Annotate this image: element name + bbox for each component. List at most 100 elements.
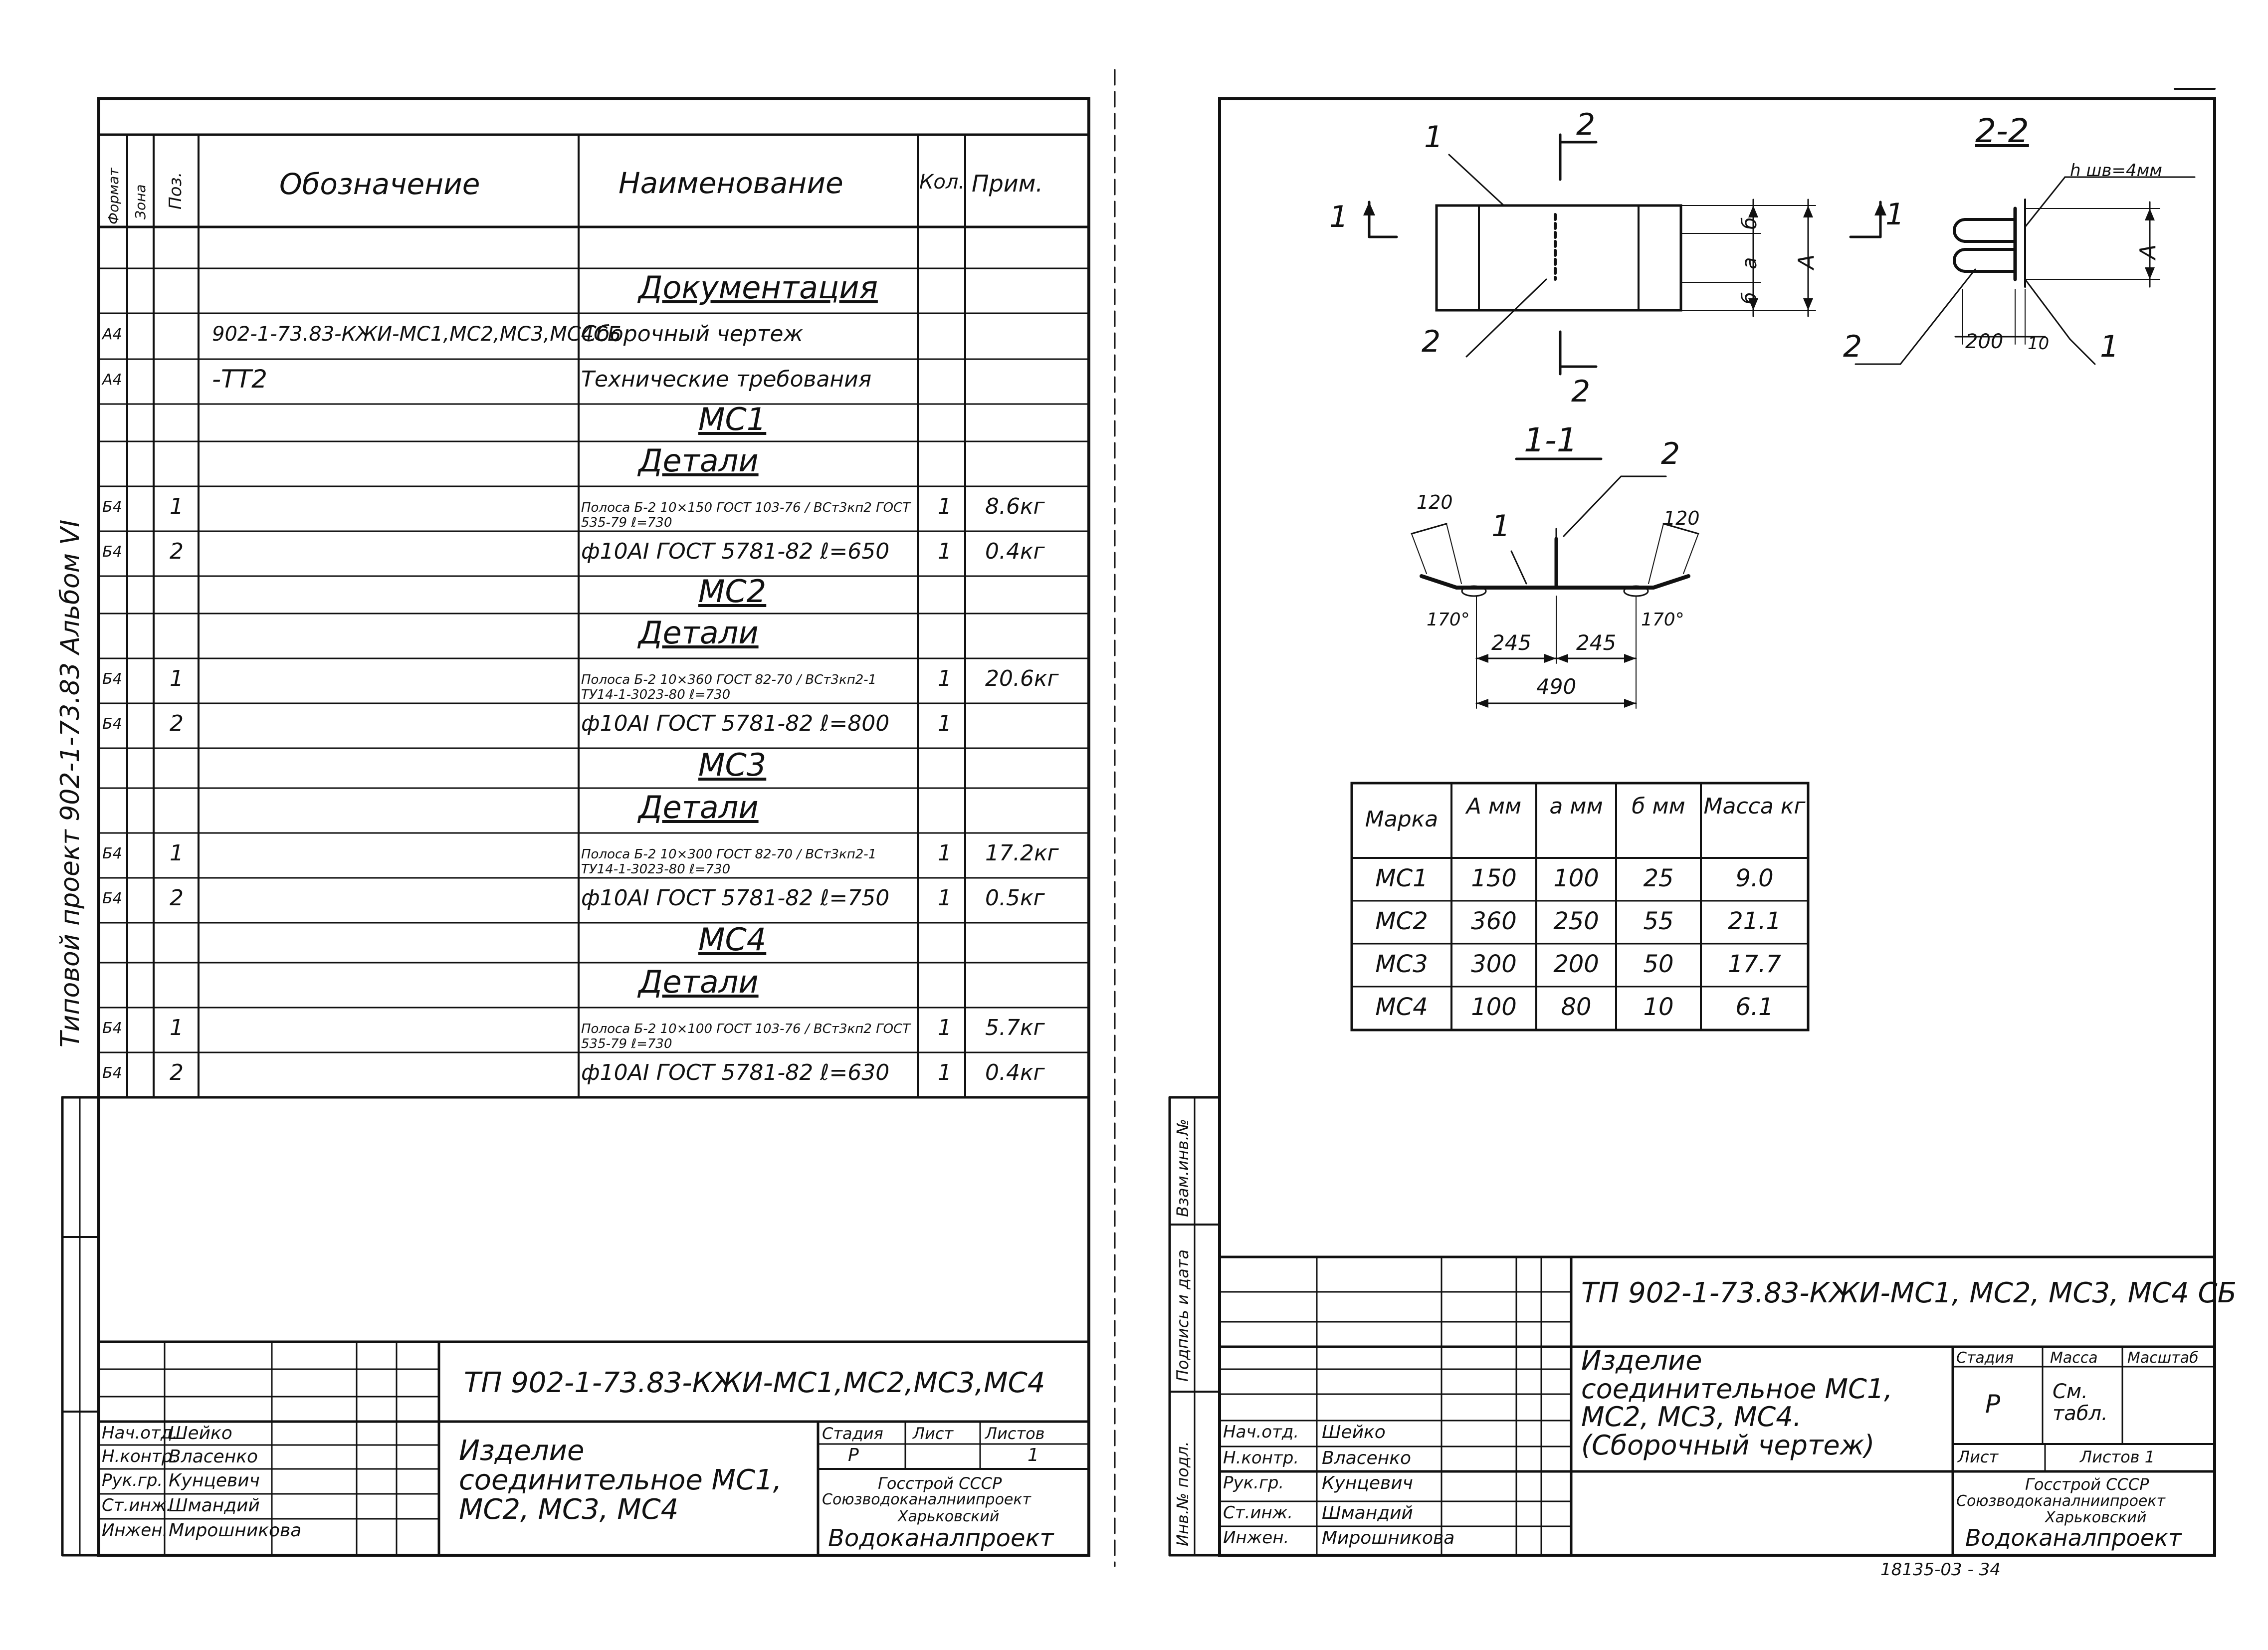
section-2-2-title: 2-2 — [1975, 112, 2029, 150]
stamp-role: Нач.отд. — [1223, 1422, 1299, 1442]
table-cell: 10 — [1643, 993, 1674, 1022]
row-name: Полоса Б-2 10×300 ГОСТ 82-70 / ВСт3кп2-1… — [581, 847, 877, 877]
col-note-header: Прим. — [972, 170, 1043, 197]
left-stamp-title: Изделие соединительное МС1, МС2, МС3, МС… — [459, 1435, 782, 1526]
left-sheet-header: Лист — [913, 1424, 954, 1443]
section-heading: Детали — [638, 963, 759, 1000]
row-format: Б4 — [102, 1020, 122, 1037]
side-label-inv: Инв.№ подл. — [1173, 1441, 1192, 1546]
row-note: 17.2кг — [985, 840, 1059, 866]
plan-cut-left: 1 — [1329, 200, 1349, 234]
plan-cut-right: 1 — [1885, 197, 1905, 232]
row-position: 2 — [170, 885, 184, 911]
left-org-1: Госстрой СССР — [878, 1474, 1002, 1493]
section-heading: Документация — [638, 269, 878, 306]
right-mass-value: См. табл. — [2053, 1380, 2108, 1425]
section-heading: МС1 — [698, 401, 767, 438]
section-1-1-pos-1: 1 — [1491, 509, 1511, 544]
row-name: Технические требования — [581, 366, 872, 392]
stamp-person-name: Кунцевич — [1322, 1473, 1413, 1493]
left-sheets-header: Листов — [985, 1424, 1045, 1443]
row-quantity: 1 — [938, 538, 952, 564]
row-note: 5.7кг — [985, 1015, 1045, 1040]
section-2-2-dim-200: 200 — [1965, 330, 2004, 353]
right-sheet-header: Лист — [1958, 1447, 1999, 1466]
row-name: ф10АI ГОСТ 5781-82 ℓ=630 — [581, 1059, 890, 1085]
col-name-header: Наименование — [619, 166, 843, 200]
stamp-role: Рук.гр. — [102, 1470, 163, 1490]
section-1-1-dim-245-right: 245 — [1576, 630, 1617, 655]
stamp-person-name: Мирошникова — [169, 1520, 302, 1541]
table-cell: 6.1 — [1735, 993, 1774, 1022]
stamp-role: Н.контр. — [102, 1446, 178, 1466]
row-name: Полоса Б-2 10×150 ГОСТ 103-76 / ВСт3кп2 … — [581, 500, 911, 531]
section-2-2-pos-2: 2 — [1843, 329, 1862, 364]
row-format: Б4 — [102, 890, 122, 907]
row-note: 20.6кг — [985, 665, 1059, 691]
stamp-person-name: Власенко — [169, 1446, 258, 1467]
table-cell: 25 — [1643, 864, 1674, 892]
stamp-role: Н.контр. — [1223, 1448, 1299, 1468]
stamp-role: Нач.отд. — [102, 1423, 178, 1443]
table-cell: 50 — [1643, 950, 1674, 978]
col-format-header: Формат — [105, 168, 122, 224]
section-heading: МС4 — [698, 921, 767, 958]
right-stamp-title: Изделие соединительное МС1, МС2, МС3, МС… — [1581, 1345, 1893, 1461]
side-label-signature: Подпись и дата — [1173, 1249, 1192, 1382]
plan-dim-a: а — [1738, 257, 1761, 269]
row-format: Б4 — [102, 498, 122, 516]
table-cell: МС4 — [1375, 993, 1428, 1022]
plan-pos-1: 1 — [1424, 120, 1443, 155]
stamp-person-name: Кунцевич — [169, 1470, 260, 1491]
section-1-1-title: 1-1 — [1524, 421, 1578, 459]
left-stage-value: Р — [848, 1445, 859, 1465]
row-note: 0.4кг — [985, 538, 1045, 564]
row-quantity: 1 — [938, 1059, 952, 1085]
row-format: Б4 — [102, 845, 122, 862]
right-org-3: Харьковский — [2045, 1509, 2147, 1526]
table-header: А мм — [1466, 794, 1522, 819]
table-cell: 250 — [1553, 907, 1599, 935]
stamp-role: Инжен. — [102, 1520, 168, 1540]
right-stage-header: Стадия — [1956, 1349, 2014, 1367]
table-cell: 21.1 — [1728, 907, 1781, 935]
row-note: 0.5кг — [985, 885, 1045, 911]
row-format: Б4 — [102, 670, 122, 688]
row-note: 0.4кг — [985, 1059, 1045, 1085]
left-stage-header: Стадия — [822, 1424, 883, 1443]
side-label-replace: Взам.инв.№ — [1173, 1119, 1192, 1217]
row-format: Б4 — [102, 543, 122, 561]
table-cell: МС1 — [1375, 864, 1428, 892]
section-2-2-pos-1: 1 — [2100, 329, 2119, 364]
section-1-1-angle-right: 170° — [1641, 610, 1684, 630]
stamp-person-name: Шмандий — [1322, 1503, 1413, 1523]
table-cell: МС2 — [1375, 907, 1428, 935]
row-note: 8.6кг — [985, 493, 1045, 519]
section-2-2-weld: h шв=4мм — [2070, 161, 2162, 181]
row-name: ф10АI ГОСТ 5781-82 ℓ=650 — [581, 538, 890, 564]
right-scale-header: Масштаб — [2127, 1349, 2199, 1367]
row-format: Б4 — [102, 715, 122, 733]
row-position: 1 — [170, 493, 184, 519]
table-header: б мм — [1632, 794, 1685, 819]
right-sheets-header: Листов 1 — [2080, 1447, 2155, 1466]
right-org-2: Союзводоканалниипроект — [1956, 1492, 2165, 1510]
section-2-2-dim-A: А — [2135, 244, 2161, 259]
right-stage-value: Р — [1985, 1390, 2001, 1419]
right-org-1: Госстрой СССР — [2025, 1475, 2149, 1494]
col-designation-header: Обозначение — [279, 167, 480, 201]
stamp-person-name: Шмандий — [169, 1495, 260, 1516]
table-header: Марка — [1365, 806, 1439, 832]
section-1-1-angle-left: 170° — [1427, 610, 1470, 630]
row-quantity: 1 — [938, 885, 952, 911]
row-position: 1 — [170, 665, 184, 691]
right-stamp-code: ТП 902-1-73.83-КЖИ-МС1, МС2, МС3, МС4 СБ — [1581, 1277, 2237, 1309]
left-org-2: Союзводоканалниипроект — [822, 1491, 1031, 1508]
table-cell: 80 — [1561, 993, 1592, 1022]
row-position: 2 — [170, 538, 184, 564]
bottom-note: 18135-03 - 34 — [1880, 1560, 2001, 1580]
table-cell: 200 — [1553, 950, 1599, 978]
section-1-1-dim-245-left: 245 — [1491, 630, 1532, 655]
row-name: Полоса Б-2 10×100 ГОСТ 103-76 / ВСт3кп2 … — [581, 1022, 911, 1052]
